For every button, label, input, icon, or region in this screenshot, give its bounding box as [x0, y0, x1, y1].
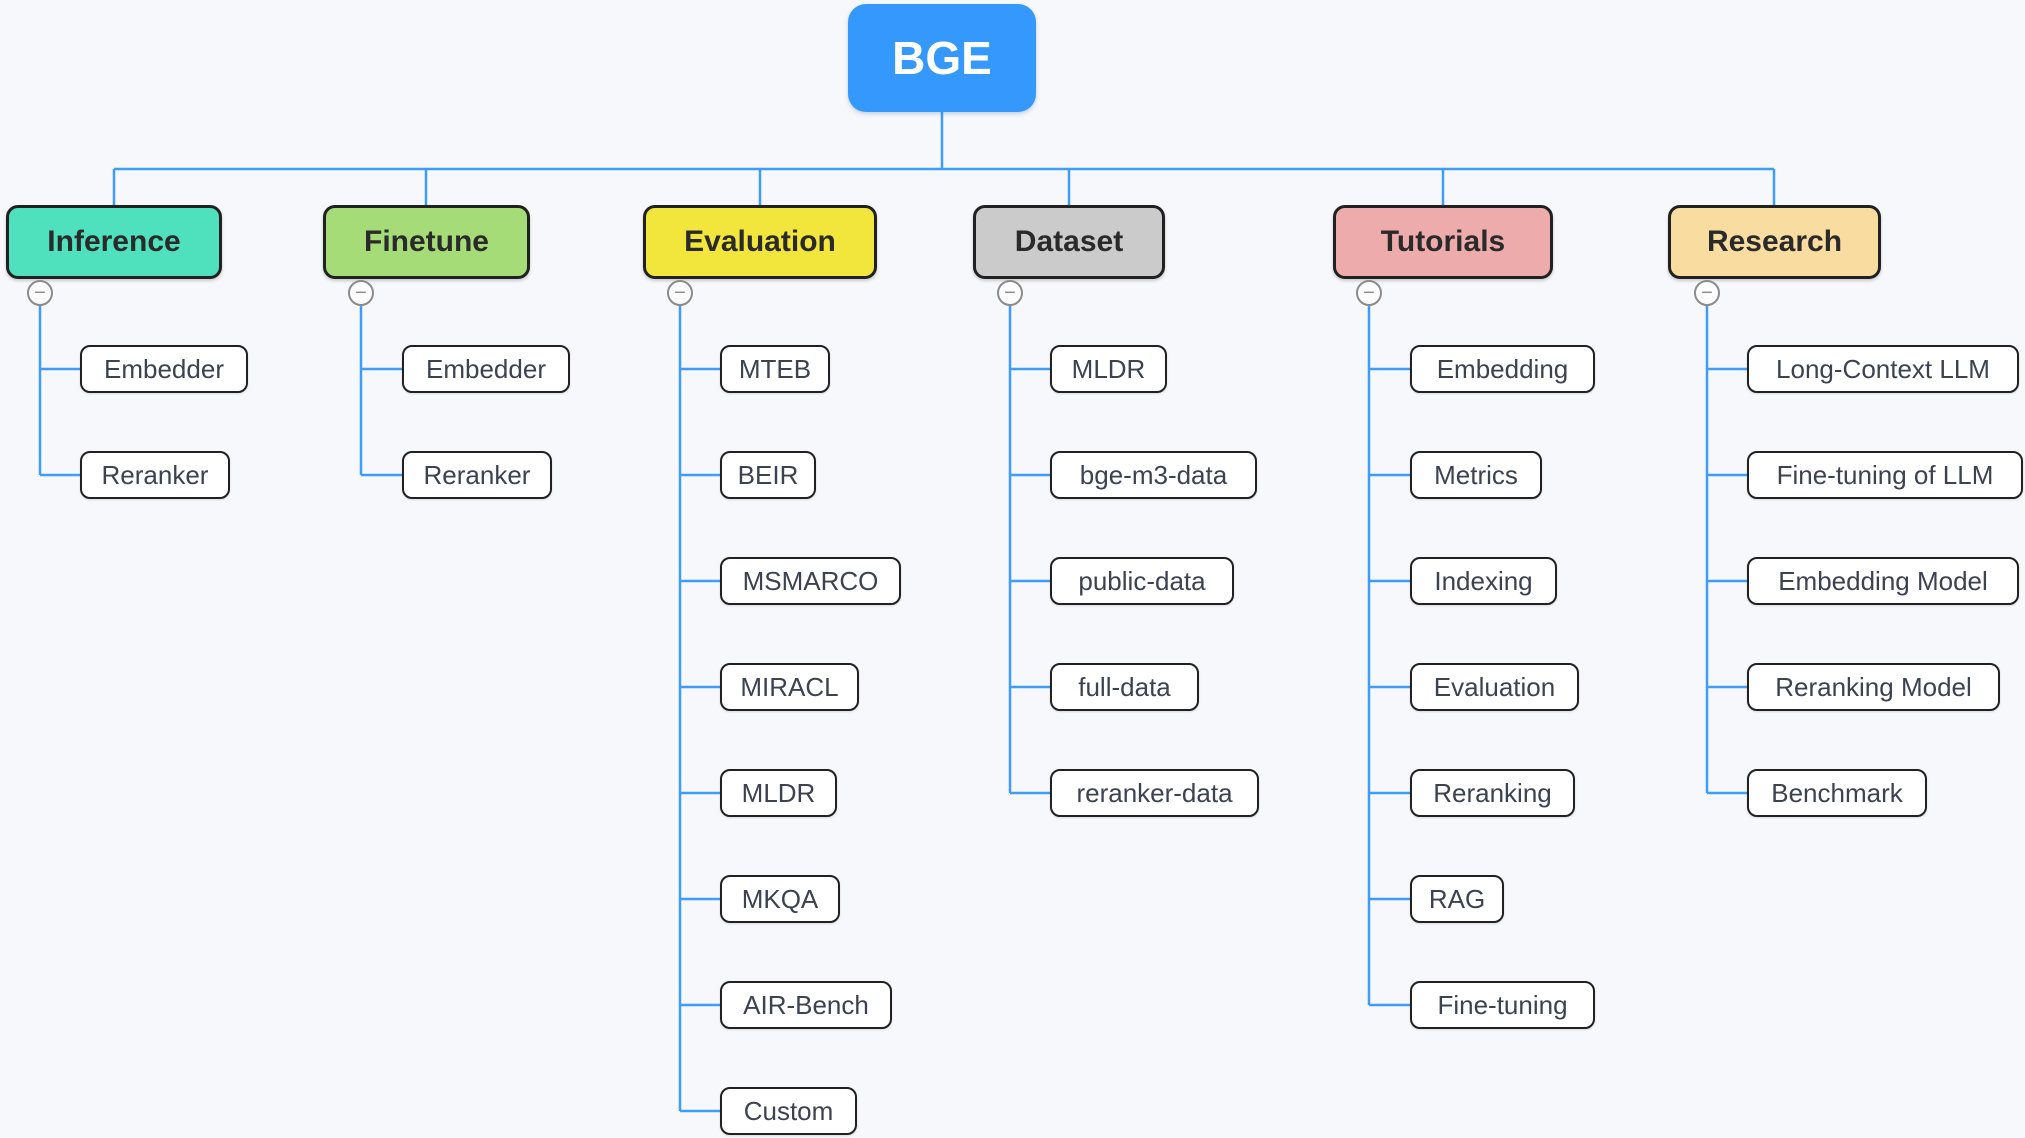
- node-inference-reranker[interactable]: Reranker: [80, 451, 230, 499]
- node-dataset-bge-m3-data[interactable]: bge-m3-data: [1050, 451, 1257, 499]
- collapse-icon-inference[interactable]: −: [27, 280, 53, 306]
- branch-dataset[interactable]: Dataset: [973, 205, 1165, 279]
- node-tutorials-embedding[interactable]: Embedding: [1410, 345, 1595, 393]
- node-evaluation-miracl[interactable]: MIRACL: [720, 663, 859, 711]
- node-dataset-public-data[interactable]: public-data: [1050, 557, 1234, 605]
- node-dataset-mldr[interactable]: MLDR: [1050, 345, 1167, 393]
- node-finetune-reranker[interactable]: Reranker: [402, 451, 552, 499]
- node-evaluation-custom[interactable]: Custom: [720, 1087, 857, 1135]
- collapse-icon-dataset[interactable]: −: [997, 280, 1023, 306]
- node-inference-embedder[interactable]: Embedder: [80, 345, 248, 393]
- node-evaluation-mteb[interactable]: MTEB: [720, 345, 830, 393]
- node-tutorials-indexing[interactable]: Indexing: [1410, 557, 1557, 605]
- node-finetune-embedder[interactable]: Embedder: [402, 345, 570, 393]
- node-tutorials-evaluation[interactable]: Evaluation: [1410, 663, 1579, 711]
- node-dataset-reranker-data[interactable]: reranker-data: [1050, 769, 1259, 817]
- branch-finetune[interactable]: Finetune: [323, 205, 530, 279]
- node-tutorials-reranking[interactable]: Reranking: [1410, 769, 1575, 817]
- node-research-embedding-model[interactable]: Embedding Model: [1747, 557, 2019, 605]
- node-tutorials-rag[interactable]: RAG: [1410, 875, 1504, 923]
- node-evaluation-beir[interactable]: BEIR: [720, 451, 816, 499]
- node-research-fine-tuning-of-llm[interactable]: Fine-tuning of LLM: [1747, 451, 2023, 499]
- branch-tutorials[interactable]: Tutorials: [1333, 205, 1553, 279]
- node-evaluation-mldr[interactable]: MLDR: [720, 769, 837, 817]
- branch-inference[interactable]: Inference: [6, 205, 222, 279]
- branch-research[interactable]: Research: [1668, 205, 1881, 279]
- node-research-benchmark[interactable]: Benchmark: [1747, 769, 1927, 817]
- collapse-icon-tutorials[interactable]: −: [1356, 280, 1382, 306]
- node-evaluation-mkqa[interactable]: MKQA: [720, 875, 840, 923]
- node-tutorials-metrics[interactable]: Metrics: [1410, 451, 1542, 499]
- node-evaluation-air-bench[interactable]: AIR-Bench: [720, 981, 892, 1029]
- node-evaluation-msmarco[interactable]: MSMARCO: [720, 557, 901, 605]
- node-research-long-context-llm[interactable]: Long-Context LLM: [1747, 345, 2019, 393]
- collapse-icon-evaluation[interactable]: −: [667, 280, 693, 306]
- collapse-icon-research[interactable]: −: [1694, 280, 1720, 306]
- branch-evaluation[interactable]: Evaluation: [643, 205, 877, 279]
- root-node-bge[interactable]: BGE: [848, 4, 1036, 112]
- node-tutorials-fine-tuning[interactable]: Fine-tuning: [1410, 981, 1595, 1029]
- node-research-reranking-model[interactable]: Reranking Model: [1747, 663, 2000, 711]
- node-dataset-full-data[interactable]: full-data: [1050, 663, 1199, 711]
- collapse-icon-finetune[interactable]: −: [348, 280, 374, 306]
